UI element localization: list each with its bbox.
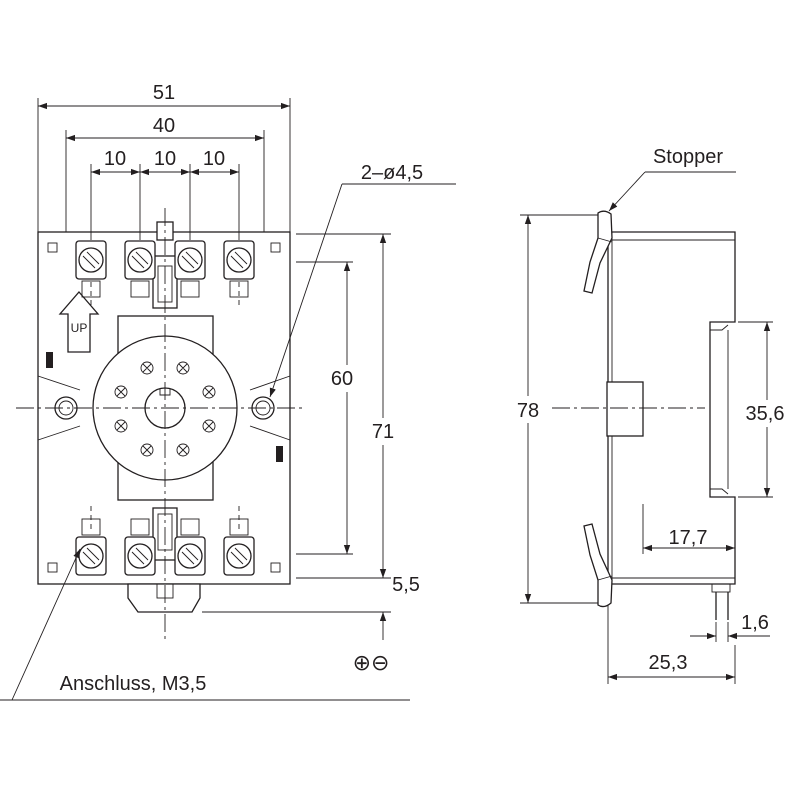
screw-slot [181, 251, 199, 269]
wire-clamp [180, 280, 200, 298]
terminal-top-4 [223, 240, 255, 298]
screw-icon [127, 543, 153, 569]
terminal-housing [174, 240, 206, 280]
socket-pin [176, 361, 190, 375]
corner-mark [270, 242, 281, 253]
corner-mark [47, 242, 58, 253]
socket-pin [202, 419, 216, 433]
hole-callout-leader [269, 183, 343, 398]
side-view: 78 35,6 17,7 1,6 25,3 Stopper [511, 146, 792, 684]
screw-slot [131, 251, 149, 269]
stopper-leader [608, 171, 646, 212]
side-center-block [606, 381, 644, 437]
socket-pin [176, 443, 190, 457]
dim-text-60: 60 [331, 368, 353, 390]
screw-slot [230, 547, 248, 565]
socket-pin [114, 419, 128, 433]
dim-text-25-3: 25,3 [649, 652, 688, 674]
corner-mark [47, 562, 58, 573]
terminal-housing [124, 536, 156, 576]
dim-text-pitch-2: 10 [154, 148, 176, 170]
screw-icon [78, 247, 104, 273]
screw-slot [131, 547, 149, 565]
dim-text-17-7: 17,7 [669, 527, 708, 549]
dim-text-60-bg [327, 365, 359, 392]
terminal-bottom-1 [75, 518, 107, 576]
dim-text-1-6: 1,6 [741, 612, 769, 634]
screw-icon [127, 247, 153, 273]
slot-left [46, 352, 53, 368]
screw-icon [177, 543, 203, 569]
mounting-ear-right [249, 375, 291, 441]
stopper-label: Stopper [653, 146, 723, 168]
screw-icon [226, 247, 252, 273]
terminal-housing [75, 536, 107, 576]
stopper-bottom [583, 523, 613, 608]
screw-icon [177, 247, 203, 273]
front-view: 51 40 10 10 10 UP [0, 82, 456, 701]
polarity-symbols: ⊕⊖ [353, 651, 390, 676]
mounting-ear-left [37, 375, 81, 441]
screw-slot [82, 251, 100, 269]
screw-slot [181, 547, 199, 565]
dim-text-pitch-1: 10 [104, 148, 126, 170]
screw-slot [82, 547, 100, 565]
hole-callout-text: 2–ø4,5 [361, 162, 423, 184]
terminal-callout-text: Anschluss, M3,5 [60, 673, 207, 695]
screw-slot [230, 251, 248, 269]
terminal-top-3 [174, 240, 206, 298]
screw-icon [226, 543, 252, 569]
terminal-housing [223, 536, 255, 576]
dim-text-40: 40 [153, 115, 175, 137]
socket-pin [114, 385, 128, 399]
wire-clamp [130, 518, 150, 536]
terminal-bottom-3 [174, 518, 206, 576]
terminal-housing [174, 536, 206, 576]
terminal-top-1 [75, 240, 107, 298]
terminal-bottom-2 [124, 518, 156, 576]
terminal-bottom-4 [223, 518, 255, 576]
wire-clamp [130, 280, 150, 298]
dim-text-78-bg [511, 396, 545, 423]
dim-text-pitch-3: 10 [203, 148, 225, 170]
wire-clamp [180, 518, 200, 536]
dim-text-71: 71 [372, 421, 394, 443]
slot-right [276, 446, 283, 462]
up-arrow-label: UP [71, 321, 88, 335]
dim-text-35-6: 35,6 [746, 403, 785, 425]
wire-clamp [229, 280, 249, 298]
dim-text-71-bg [368, 418, 398, 445]
terminal-housing [223, 240, 255, 280]
dim-text-78: 78 [517, 400, 539, 422]
socket-pin [140, 361, 154, 375]
wire-clamp [81, 280, 101, 298]
terminal-top-2 [124, 240, 156, 298]
stopper-top [583, 210, 613, 294]
dim-text-35-6-bg [740, 400, 792, 427]
dim-text-5-5: 5,5 [392, 574, 420, 596]
dim-text-51: 51 [153, 82, 175, 104]
stopper-bottom-detail [597, 575, 613, 581]
rail-hook-bottom [710, 488, 729, 495]
terminal-callout-leader [11, 548, 81, 701]
stopper-top-detail [597, 237, 613, 243]
pin-base [711, 583, 731, 593]
socket-pin [140, 443, 154, 457]
terminal-housing [124, 240, 156, 280]
socket-pin-marks [116, 363, 214, 455]
up-arrow-icon [58, 291, 100, 353]
rail-hook-top [710, 324, 729, 331]
side-body-outline [612, 231, 736, 585]
socket-pins [114, 361, 216, 457]
socket-pin [202, 385, 216, 399]
corner-mark [270, 562, 281, 573]
terminal-housing [75, 240, 107, 280]
